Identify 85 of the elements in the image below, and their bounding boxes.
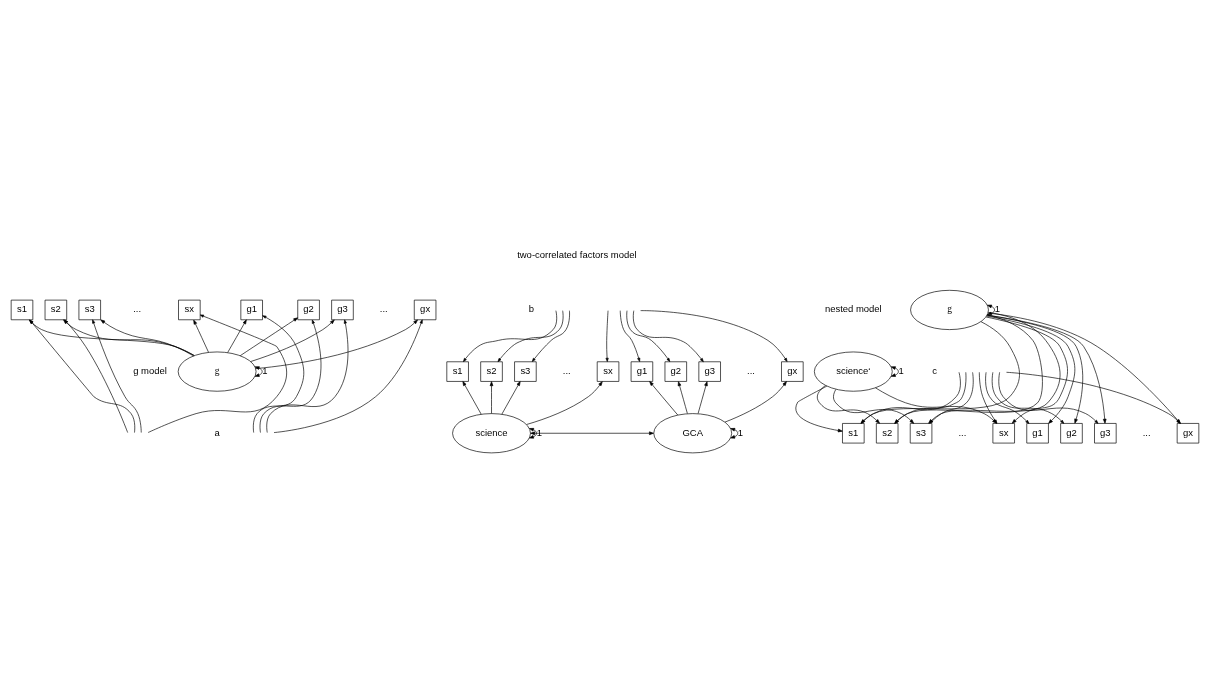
arrow [239,316,299,356]
arrow [92,318,142,433]
node-ellipse: g [177,351,257,392]
arrow [193,319,209,352]
node-box: g3 [331,299,354,320]
arrow [677,380,688,414]
node-box: s1 [10,299,34,320]
node-box: g1 [240,299,263,320]
arrow [605,309,609,362]
arrow [462,380,482,414]
node-box: g3 [698,360,721,382]
node-box: g1 [1026,422,1049,443]
node-box: s2 [480,360,503,382]
node-box: g2 [664,360,687,382]
node-box: g2 [1060,422,1083,443]
edge-label: 1 [994,302,1000,314]
edge-label: 1 [898,364,904,376]
node-box: s2 [44,299,68,320]
arrow [987,304,995,315]
node-ellipse: GCA [653,412,733,453]
arrow [530,431,654,435]
node-ellipse: science‘ [814,351,893,392]
arrow [531,309,570,362]
label: ... [1142,426,1151,438]
arrow [640,309,788,362]
arrow [147,314,287,433]
arrow [273,319,423,433]
node-ellipse: science [452,412,531,453]
arrow [250,319,335,362]
node-box: sx [596,360,620,382]
label: c [932,364,937,376]
arrow [529,427,537,438]
arrow [252,314,305,433]
label: b [528,302,535,314]
node-box: sx [992,422,1015,443]
arrow [833,388,915,424]
node-box: s1 [842,422,865,443]
node-box: s1 [446,360,469,382]
arrow [632,309,704,362]
label: two-correlated factors model [517,248,637,260]
arrow [255,319,418,369]
node-box: g2 [297,299,320,320]
arrow [697,380,708,414]
node-box: s2 [876,422,899,443]
label: ... [562,364,571,376]
arrow [795,385,843,432]
edge-label: 1 [536,426,542,438]
node-box: g3 [1094,422,1117,443]
node-box: gx [413,299,437,320]
node-box: s3 [909,422,933,443]
arrow [259,319,322,433]
arrow [619,309,641,362]
arrow [890,365,899,377]
node-box: sx [178,299,201,320]
arrow [497,309,564,362]
label: ... [747,364,755,376]
arrow [501,380,521,414]
label: ... [379,302,388,314]
edge-label: 1 [737,426,744,438]
arrow [526,380,603,425]
node-box: gx [1176,422,1200,443]
arrow [998,371,1099,424]
label: a [214,426,220,438]
arrow [463,309,558,362]
node-box: g1 [630,360,654,382]
arrow [816,384,880,424]
node-box: s3 [514,360,537,382]
label: g model [133,364,167,376]
arrow [730,427,739,438]
arrow [626,309,671,362]
label: ... [958,426,967,438]
arrow [489,380,494,414]
arrow [100,319,194,356]
node-ellipse: g [910,289,989,330]
edge-label: 1 [262,364,268,376]
arrow [649,380,679,415]
label: nested model [824,302,882,314]
arrow [254,365,263,377]
label: ... [133,302,142,314]
arrow [266,319,349,433]
node-box: s3 [78,299,101,320]
arrow [227,319,247,353]
arrow [724,380,787,422]
node-box: gx [781,360,804,382]
arrow [1006,371,1181,424]
